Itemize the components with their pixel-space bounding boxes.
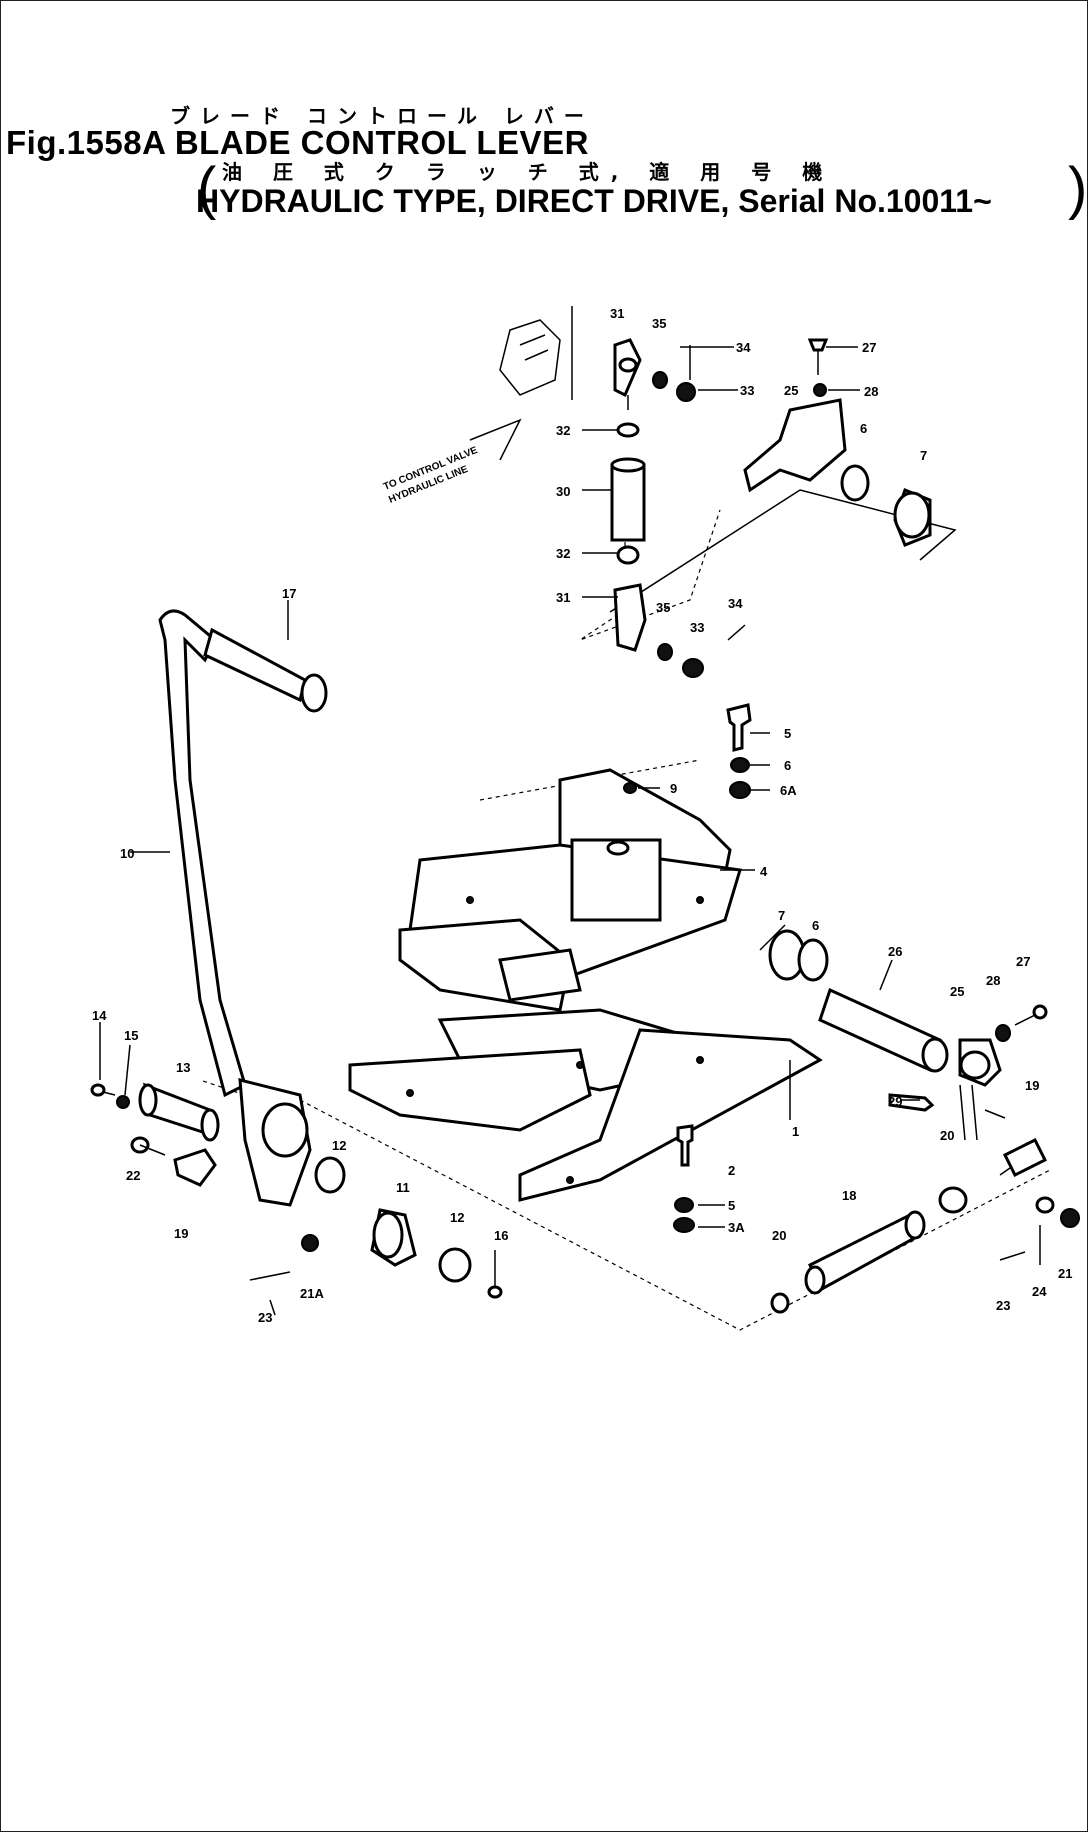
label-6A: 6A: [780, 783, 797, 798]
label-33: 33: [740, 383, 754, 398]
right-shaft-assembly: [818, 987, 1048, 1214]
seal-12-left: [314, 1156, 346, 1194]
label-18: 18: [842, 1188, 856, 1203]
label-22: 22: [126, 1168, 140, 1183]
label-27: 27: [1016, 954, 1030, 969]
label-13: 13: [176, 1060, 190, 1075]
label-5: 5: [784, 726, 791, 741]
label-15: 15: [124, 1028, 138, 1043]
label-2: 2: [728, 1163, 735, 1178]
label-14: 14: [92, 1008, 107, 1023]
rod-end-lower: [613, 583, 647, 652]
label-23: 23: [996, 1298, 1010, 1313]
label-20: 20: [940, 1128, 954, 1143]
label-3A: 3A: [728, 1220, 745, 1235]
label-4: 4: [760, 864, 768, 879]
nut-33-lower: [682, 658, 704, 678]
seal-6-lower: [797, 938, 829, 982]
label-12: 12: [450, 1210, 464, 1225]
label-33: 33: [690, 620, 704, 635]
cylinder-rod-30: [610, 463, 646, 542]
valve-block: [570, 838, 662, 922]
label-31: 31: [610, 306, 624, 321]
label-9: 9: [670, 781, 677, 796]
seal-12-right: [438, 1247, 472, 1283]
label-7: 7: [920, 448, 927, 463]
title-japanese: ブレード コントロール レバー: [170, 104, 594, 128]
upper-linkage: [610, 338, 746, 678]
label-30: 30: [556, 484, 570, 499]
left-pivot-parts: [90, 1082, 503, 1299]
label-32: 32: [556, 546, 570, 561]
shaft-18: [808, 1212, 922, 1293]
label-11: 11: [396, 1180, 410, 1195]
main-bracket: [348, 768, 829, 1202]
base-plate-left: [348, 1048, 592, 1132]
label-19: 19: [1025, 1078, 1039, 1093]
control-lever-10: [158, 609, 247, 1098]
base-plate-right: [518, 1028, 823, 1202]
subtitle-japanese: 油 圧 式 ク ラ ッ チ 式, 適 用 号 機: [222, 160, 835, 184]
label-34: 34: [728, 596, 743, 611]
label-10: 10: [120, 846, 134, 861]
paren-close: ): [1068, 156, 1088, 221]
figure-title: Fig.1558A BLADE CONTROL LEVER: [6, 124, 589, 161]
lower-shaft-assembly: [673, 1124, 1080, 1314]
nut-35-upper: [652, 371, 668, 389]
label-21: 21: [1058, 1266, 1072, 1281]
seal-6-upper: [840, 464, 870, 502]
label-32: 32: [556, 423, 570, 438]
label-20: 20: [772, 1228, 786, 1243]
label-34: 34: [736, 340, 751, 355]
label-25: 25: [784, 383, 798, 398]
label-1: 1: [792, 1124, 799, 1139]
label-26: 26: [888, 944, 902, 959]
lever-assembly: [158, 609, 328, 1316]
label-35: 35: [656, 600, 670, 615]
label-6: 6: [812, 918, 819, 933]
label-5: 5: [728, 1198, 735, 1213]
label-35: 35: [652, 316, 666, 331]
paren-open: (: [197, 156, 217, 221]
bolt-stack-top: [623, 703, 752, 799]
label-12: 12: [332, 1138, 346, 1153]
yoke-19-left: [173, 1148, 217, 1187]
hydraulic-line-reference: TO CONTROL VALVE HYDRAULIC LINE: [382, 306, 573, 506]
label-6: 6: [784, 758, 791, 773]
label-19: 19: [174, 1226, 188, 1241]
bolt-5-top: [726, 703, 752, 752]
label-23: 23: [258, 1310, 272, 1325]
label-29: 29: [888, 1094, 902, 1109]
label-24: 24: [1032, 1284, 1047, 1299]
label-28: 28: [864, 384, 878, 399]
upper-right-bracket: [743, 338, 932, 547]
callout-leaders: [99, 346, 920, 1228]
bracket-25-upper: [743, 398, 847, 493]
part-labels: 31 35 34 33 32 30 32 31 35 33 34 27 25 2…: [92, 306, 1072, 1325]
label-7: 7: [778, 908, 785, 923]
label-16: 16: [494, 1228, 508, 1243]
label-31: 31: [556, 590, 570, 605]
label-6: 6: [860, 421, 867, 436]
bolt-2: [676, 1124, 694, 1167]
yoke-19-right: [1002, 1137, 1048, 1178]
grip-17: [203, 627, 307, 703]
label-21A: 21A: [300, 1286, 324, 1301]
label-27: 27: [862, 340, 876, 355]
label-28: 28: [986, 973, 1000, 988]
label-25: 25: [950, 984, 964, 999]
label-17: 17: [282, 586, 296, 601]
figure-subtitle: HYDRAULIC TYPE, DIRECT DRIVE, Serial No.…: [196, 183, 992, 219]
nut-33-upper: [676, 382, 696, 402]
